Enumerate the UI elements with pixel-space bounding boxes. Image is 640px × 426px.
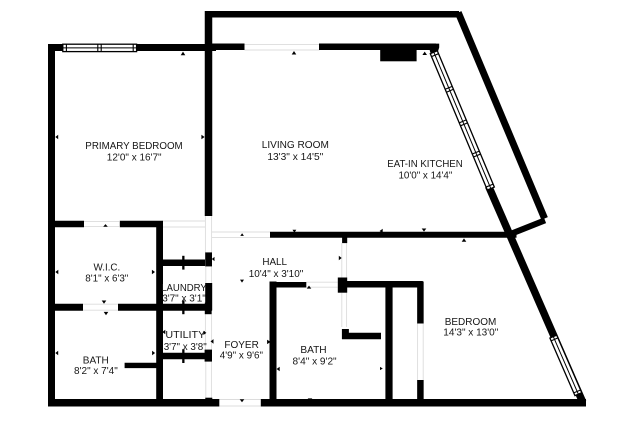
svg-text:BATH: BATH [300,345,326,356]
svg-text:13'3" x 14'5": 13'3" x 14'5" [267,152,323,163]
svg-text:10'0" x 14'4": 10'0" x 14'4" [398,171,452,182]
svg-text:BEDROOM: BEDROOM [445,317,497,328]
svg-text:W.I.C.: W.I.C. [94,263,121,274]
svg-text:8'1" x 6'3": 8'1" x 6'3" [85,274,128,285]
svg-text:LAUNDRY: LAUNDRY [161,283,207,294]
svg-text:EAT-IN KITCHEN: EAT-IN KITCHEN [387,159,462,170]
svg-text:3'7" x 3'8": 3'7" x 3'8" [164,342,207,353]
svg-text:12'0" x 16'7": 12'0" x 16'7" [107,152,162,163]
svg-text:4'9" x 9'6": 4'9" x 9'6" [220,351,264,362]
svg-text:HALL: HALL [262,257,287,268]
svg-text:UTILITY: UTILITY [165,330,205,341]
svg-text:BATH: BATH [83,355,109,366]
svg-text:10'4" x 3'10": 10'4" x 3'10" [249,269,304,280]
svg-text:PRIMARY BEDROOM: PRIMARY BEDROOM [85,141,182,152]
svg-text:14'3" x 13'0": 14'3" x 13'0" [443,328,498,339]
svg-text:LIVING ROOM: LIVING ROOM [262,140,329,151]
svg-text:FOYER: FOYER [224,340,258,351]
svg-text:8'2" x 7'4": 8'2" x 7'4" [74,366,118,377]
svg-text:3'7" x 3'1": 3'7" x 3'1" [162,294,206,305]
svg-text:8'4" x 9'2": 8'4" x 9'2" [293,357,337,368]
